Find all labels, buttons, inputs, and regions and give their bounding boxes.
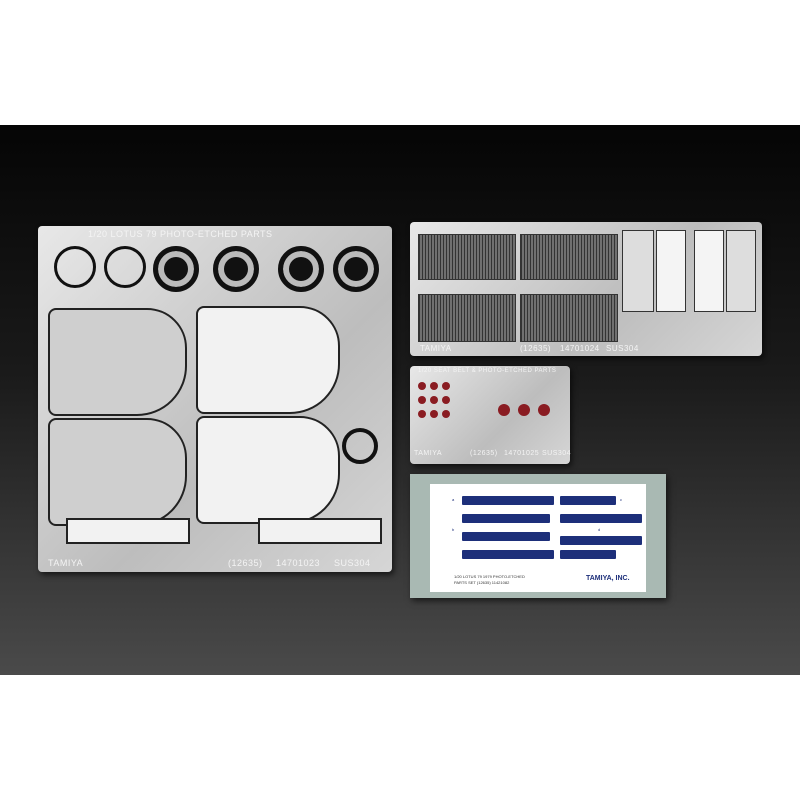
part-number-label: 14701025: [504, 450, 540, 457]
sheet-title: 1/20 SEAT BELT & PHOTO-ETCHED PARTS: [418, 368, 557, 374]
code-label: (12635): [228, 558, 263, 568]
buckle-part: [442, 410, 450, 418]
frame-part: [656, 230, 686, 312]
part-number-label: 14701023: [276, 558, 321, 568]
main-photo-etched-sheet: 1/20 LOTUS 79 PHOTO-ETCHED PARTS TAMIYA …: [38, 226, 392, 572]
decal-caption-line1: 1/20 LOTUS 79 1979 PHOTO-ETCHED: [454, 574, 525, 579]
buckle-part: [430, 410, 438, 418]
buckle-part: [498, 404, 510, 416]
buckle-part: [538, 404, 550, 416]
buckle-part: [442, 382, 450, 390]
ring-part: [153, 246, 199, 292]
belt-decal-strip: [560, 496, 616, 505]
marker-b: b: [452, 527, 455, 532]
grille-part: [520, 234, 618, 280]
decal-brand-logo: TAMIYA, INC.: [586, 575, 630, 582]
frame-part: [622, 230, 654, 312]
brand-label: TAMIYA: [48, 558, 84, 568]
belt-decal-strip: [462, 550, 554, 559]
ring-part: [54, 246, 96, 288]
ring-part: [333, 246, 379, 292]
grille-part: [418, 294, 516, 342]
part-number-label: 14701024: [560, 344, 600, 353]
belt-decal-strip: [462, 496, 554, 505]
decal-caption-line2: PARTS SET (12635) 11421082: [454, 580, 510, 585]
belt-decal-strip: [462, 514, 550, 523]
marker-c: c: [620, 497, 622, 502]
brand-label: TAMIYA: [420, 344, 452, 353]
material-label: SUS304: [334, 558, 371, 568]
decal-paper: a b c d 1/20 LOTUS 79 1979 PHOTO-ETCHED …: [430, 484, 646, 592]
buckle-part: [430, 396, 438, 404]
belt-decal-strip: [560, 536, 642, 545]
buckle-part: [418, 396, 426, 404]
buckle-part: [518, 404, 530, 416]
grille-photo-etched-sheet: TAMIYA (12635) 14701024 SUS304: [410, 222, 762, 356]
brand-label: TAMIYA: [414, 450, 443, 457]
code-label: (12635): [520, 344, 552, 353]
frame-part: [694, 230, 724, 312]
grille-part: [520, 294, 618, 342]
panel-part: [48, 308, 187, 416]
panel-part: [196, 306, 340, 414]
belt-decal-strip: [462, 532, 550, 541]
code-label: (12635): [470, 450, 498, 457]
material-label: SUS304: [542, 450, 572, 457]
belt-decal-strip: [560, 550, 616, 559]
marker-d: d: [598, 527, 601, 532]
buckle-part: [430, 382, 438, 390]
ring-part: [342, 428, 378, 464]
bar-part: [258, 518, 382, 544]
seat-belt-sheet: 1/20 SEAT BELT & PHOTO-ETCHED PARTS TAMI…: [410, 366, 572, 464]
frame-part: [726, 230, 756, 312]
ring-part: [104, 246, 146, 288]
ring-part: [213, 246, 259, 292]
buckle-part: [418, 382, 426, 390]
decal-sheet: a b c d 1/20 LOTUS 79 1979 PHOTO-ETCHED …: [410, 474, 666, 598]
panel-part: [48, 418, 187, 526]
buckle-part: [418, 410, 426, 418]
bar-part: [66, 518, 190, 544]
grille-part: [418, 234, 516, 280]
sheet-title: 1/20 LOTUS 79 PHOTO-ETCHED PARTS: [88, 229, 273, 239]
ring-part: [278, 246, 324, 292]
marker-a: a: [452, 497, 455, 502]
panel-part: [196, 416, 340, 524]
material-label: SUS304: [606, 344, 639, 353]
buckle-part: [442, 396, 450, 404]
belt-decal-strip: [560, 514, 642, 523]
